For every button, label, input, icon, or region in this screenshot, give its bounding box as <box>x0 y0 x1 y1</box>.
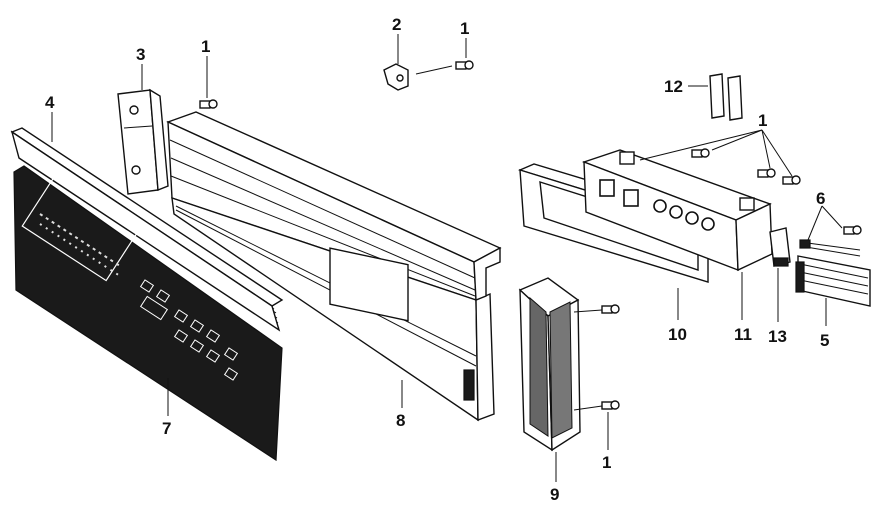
callout-12: 12 <box>664 77 683 96</box>
callout-3: 3 <box>136 45 145 64</box>
part-6-wire-leads <box>799 239 861 257</box>
callout-9: 9 <box>550 485 559 504</box>
callout-5: 5 <box>820 331 829 350</box>
callout-10: 10 <box>668 325 687 344</box>
part-11-control-housing <box>581 149 773 272</box>
screw-right-b <box>757 168 776 178</box>
part-12-lenses <box>709 73 743 121</box>
screw-top-left <box>199 99 218 109</box>
callout-labels: 1 2 1 3 4 12 1 6 10 11 13 5 7 8 1 9 <box>45 15 829 504</box>
screw-top-mid <box>455 60 474 70</box>
callout-1-bottom: 1 <box>602 453 611 472</box>
screw-bottom-b <box>601 400 620 410</box>
callout-6: 6 <box>816 189 825 208</box>
part-8-extrusion-rail <box>166 111 502 422</box>
part-5-ribbon-cable <box>795 255 871 307</box>
part-2-clip <box>383 63 409 91</box>
callout-1-top-mid: 1 <box>460 19 469 38</box>
screw-bottom-a <box>601 304 620 314</box>
part-13-connector <box>769 227 791 267</box>
callout-1-top-left: 1 <box>201 37 210 56</box>
part-7-control-panel-overlay <box>13 165 283 462</box>
screw-6 <box>843 225 862 235</box>
part-3-bracket <box>117 88 169 195</box>
leader-lines <box>51 34 843 482</box>
callout-1-right: 1 <box>758 111 767 130</box>
callout-2: 2 <box>392 15 401 34</box>
callout-7: 7 <box>162 419 171 438</box>
callout-11: 11 <box>734 325 752 344</box>
callout-13: 13 <box>768 327 787 346</box>
part-4-trim-strip <box>10 127 284 332</box>
screw-right-c <box>782 175 801 185</box>
callout-8: 8 <box>396 411 405 430</box>
callout-4: 4 <box>45 93 55 112</box>
screw-group <box>199 60 862 410</box>
part-9-filter-grille <box>518 277 581 452</box>
screw-right-a <box>691 148 710 158</box>
